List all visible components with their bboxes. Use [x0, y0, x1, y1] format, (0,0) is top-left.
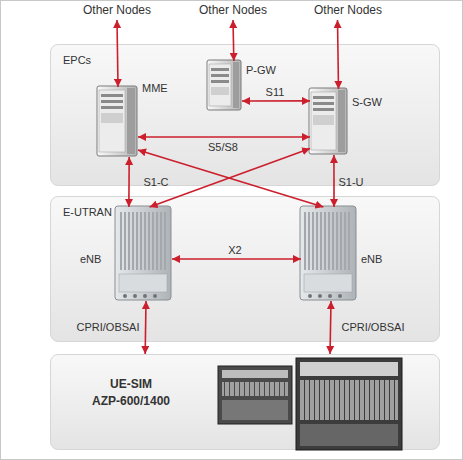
node-label: MME — [142, 81, 168, 95]
interface-label: X2 — [228, 243, 241, 257]
node-label: S-GW — [352, 95, 382, 109]
network-band: UE-SIM AZP-600/1400 — [50, 354, 440, 450]
interface-label: CPRI/OBSAI — [342, 320, 405, 334]
node-label: UE-SIM — [76, 377, 186, 391]
server-node: MME — [98, 87, 138, 157]
node-label: Other Nodes — [67, 3, 167, 17]
node-label: AZP-600/1400 — [76, 394, 186, 408]
network-band: E-UTRAN eNB eNB — [50, 196, 440, 342]
node-label: Other Nodes — [183, 3, 283, 17]
external-node: Other Nodes — [298, 2, 398, 20]
enodeb-node: eNB — [116, 207, 172, 301]
server-node: P-GW — [208, 61, 242, 111]
enodeb-node: eNB — [301, 207, 357, 301]
interface-label: S5/S8 — [208, 140, 238, 154]
node-label: E-UTRAN — [63, 205, 112, 219]
external-node: Other Nodes — [183, 2, 283, 20]
node-label: eNB — [80, 252, 101, 266]
node-label: EPCs — [63, 53, 91, 67]
server-node: S-GW — [310, 89, 348, 155]
node-label: Other Nodes — [298, 3, 398, 17]
network-band: EPCsMME P-GW S-GW — [50, 44, 440, 186]
interface-label: S11 — [266, 85, 285, 99]
external-node: Other Nodes — [67, 2, 167, 20]
node-label: P-GW — [246, 63, 276, 77]
interface-label: CPRI/OBSAI — [77, 320, 140, 334]
interface-label: S1-C — [143, 175, 168, 189]
interface-label: S1-U — [338, 175, 363, 189]
node-label: eNB — [361, 252, 382, 266]
